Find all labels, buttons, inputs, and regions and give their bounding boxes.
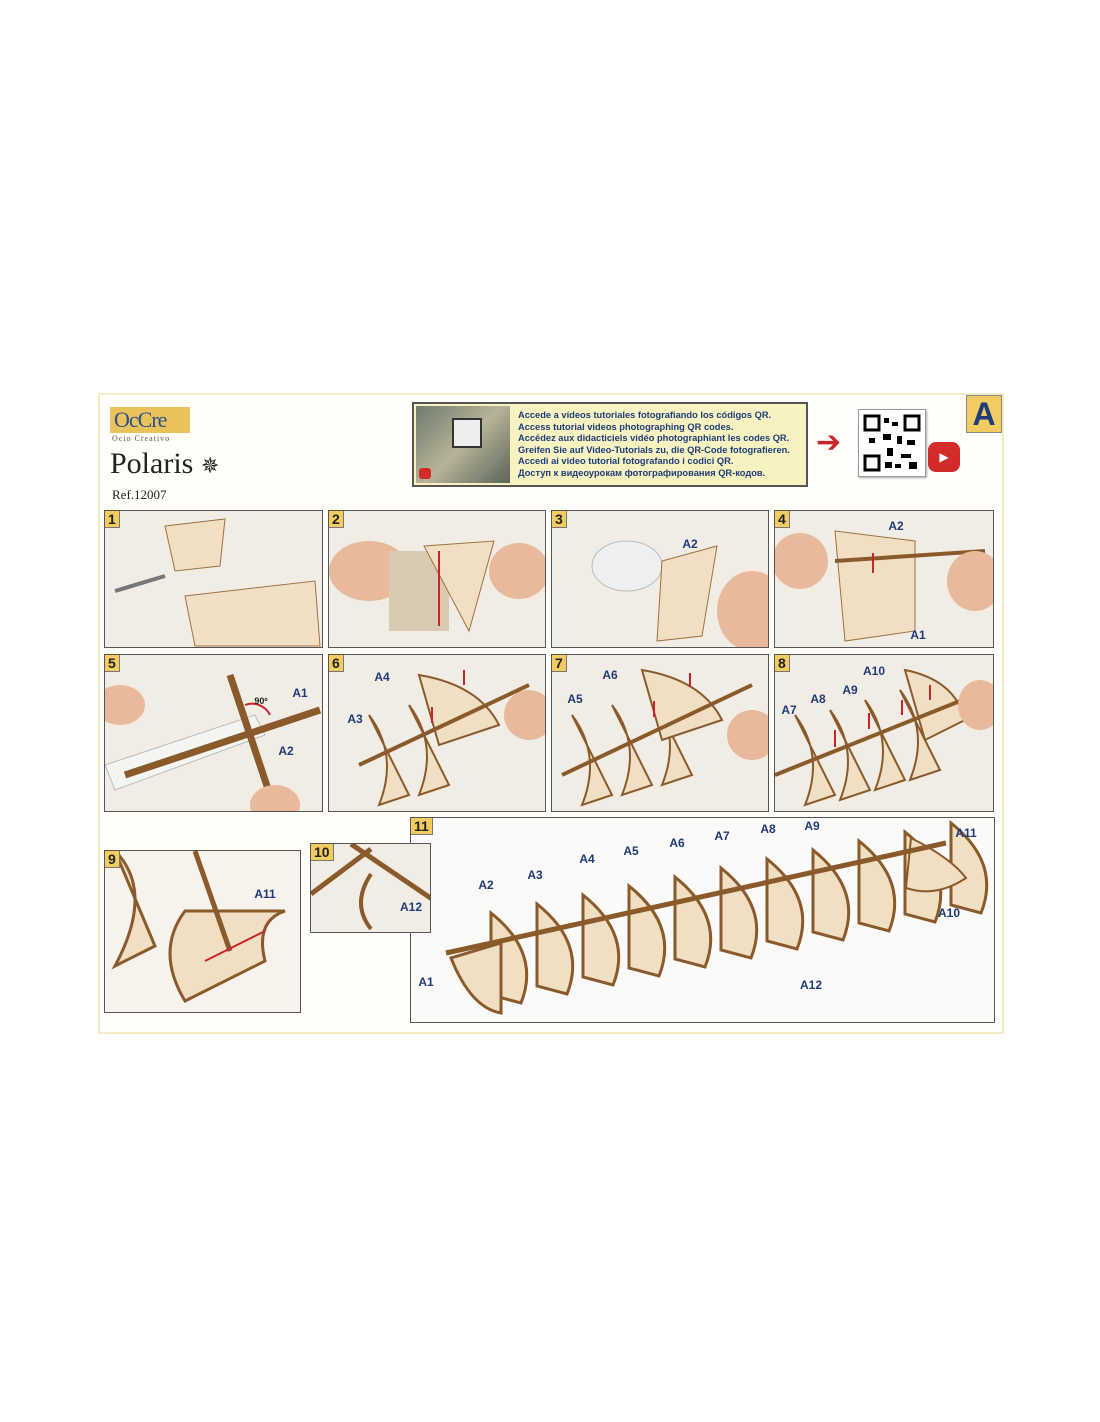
step-number: 3	[552, 511, 567, 528]
instruction-es: Accede a vídeos tutoriales fotografiando…	[518, 410, 772, 420]
qr-code[interactable]	[858, 409, 926, 477]
part-label: A11	[254, 887, 276, 901]
part-label: A1	[418, 975, 434, 989]
step-1-panel: 1	[104, 510, 323, 648]
part-label: A2	[888, 519, 904, 533]
step-number: 2	[329, 511, 344, 528]
arrow-right-icon: ➔	[816, 426, 842, 459]
hull-frame	[535, 900, 575, 996]
youtube-icon[interactable]: ▶	[928, 442, 960, 472]
hull-frame	[627, 882, 667, 978]
part-label: A1	[910, 628, 926, 642]
step-10-panel: 10 A12	[310, 843, 431, 933]
hull-frame	[904, 836, 968, 893]
hull-frame	[448, 940, 503, 1015]
hull-frame	[765, 855, 805, 951]
instruction-en: Access tutorial videos photographing QR …	[518, 421, 734, 432]
step-5-panel: 5 90º A1 A2	[104, 654, 323, 812]
step-7-panel: 7 A6 A5	[551, 654, 769, 812]
part-label: A2	[278, 744, 294, 758]
part-label: A5	[623, 844, 639, 858]
part-label: A6	[602, 668, 618, 682]
instruction-de: Greifen Sie auf Video-Tutorials zu, die …	[518, 444, 790, 455]
part-label: A2	[682, 537, 698, 551]
step-number: 8	[775, 655, 790, 672]
compass-star-icon: ✵	[200, 453, 220, 478]
part-label: A5	[567, 692, 583, 706]
step-6-panel: 6 A4 A3	[328, 654, 546, 812]
part-label: A8	[810, 692, 826, 706]
step-number: 1	[105, 511, 120, 528]
part-label: A4	[374, 670, 390, 684]
instruction-it: Accedi ai video tutorial fotografando i …	[518, 456, 734, 466]
part-label: A9	[842, 683, 858, 697]
part-label: A10	[937, 906, 961, 920]
instruction-ru: Доступ к видеоурокам фотографирования QR…	[518, 467, 766, 478]
title-text: Polaris	[110, 447, 194, 480]
step-3-panel: 3 A2	[551, 510, 769, 648]
part-label: A3	[347, 712, 363, 726]
youtube-mini-icon	[419, 468, 431, 479]
part-label: A12	[399, 900, 423, 914]
phone-scanning-photo	[416, 406, 510, 483]
model-title: Polaris ✵	[110, 447, 219, 481]
keel	[445, 840, 947, 956]
hull-frame	[857, 837, 897, 933]
step-number: 5	[105, 655, 120, 672]
hull-frame	[581, 891, 621, 987]
step-number: 4	[775, 511, 790, 528]
angle-label: 90º	[254, 696, 268, 706]
reference-number: Ref.12007	[112, 487, 167, 502]
step-number: 11	[411, 818, 433, 835]
part-label: A3	[527, 868, 543, 882]
qr-instructions: Accede a vídeos tutoriales fotografiando…	[518, 410, 790, 479]
step-2-panel: 2	[328, 510, 546, 648]
part-label: A12	[799, 978, 823, 992]
logo-subtitle: Ocio Creativo	[112, 434, 171, 443]
part-label: A4	[579, 852, 595, 866]
step-9-panel: 9 A11	[104, 850, 301, 1013]
part-label: A2	[478, 878, 494, 892]
part-label: A1	[292, 686, 308, 700]
step-number: 6	[329, 655, 344, 672]
instruction-fr: Accédez aux didacticiels vidéo photograp…	[518, 433, 790, 443]
part-label: A6	[669, 836, 685, 850]
hull-frame	[719, 864, 759, 960]
hull-frame	[673, 873, 713, 969]
step-number: 9	[105, 851, 120, 868]
step-4-panel: 4 A2 A1	[774, 510, 994, 648]
step-11-panel: 11 A1 A2 A3 A4 A5 A6 A7 A8 A9 A11 A10 A1…	[410, 817, 995, 1023]
step-number: 7	[552, 655, 567, 672]
occre-logo: OcCre	[110, 407, 190, 433]
qr-thumbnail-icon	[452, 418, 482, 448]
qr-info-box: Accede a vídeos tutoriales fotografiando…	[412, 402, 808, 487]
part-label: A8	[760, 822, 776, 836]
section-letter-badge: A	[966, 395, 1002, 433]
hull-frame	[949, 819, 989, 915]
part-label: A9	[804, 819, 820, 833]
step-number: 10	[311, 844, 334, 861]
step-8-panel: 8 A10 A7 A8 A9	[774, 654, 994, 812]
part-label: A11	[955, 826, 977, 840]
part-label: A10	[862, 664, 886, 678]
part-label: A7	[714, 829, 730, 843]
logo-text: OcCre	[114, 407, 167, 432]
part-label: A7	[781, 703, 797, 717]
